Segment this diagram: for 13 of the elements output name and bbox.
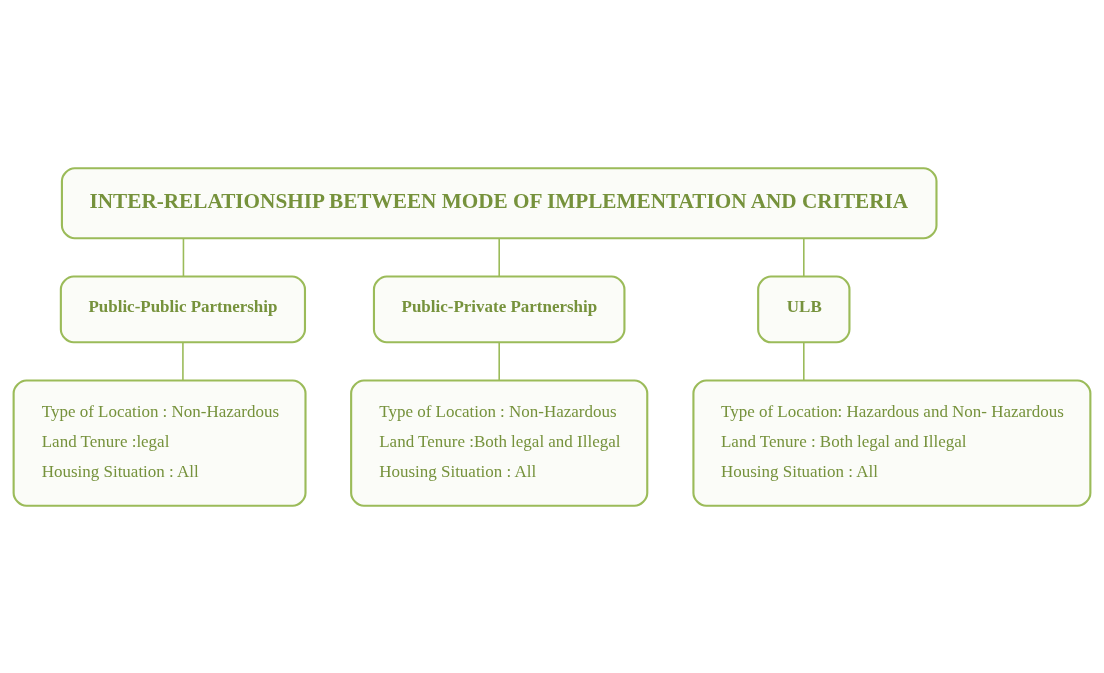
connector: [498, 341, 500, 381]
node-box: ULB: [757, 274, 851, 343]
connector: [182, 237, 185, 277]
connector: [803, 341, 805, 381]
node-box: Public-Private Partnership: [372, 274, 626, 343]
node-box: INTER-RELATIONSHIP BETWEEN MODE OF IMPLEMENTATION AND CRITERIA: [60, 166, 938, 239]
node-box: Type of Location: Hazardous and Non- Hazardous Land Tenure : Both legal and Illegal Housing Situation : All: [692, 378, 1092, 507]
node-box: Public-Public Partnership: [59, 274, 307, 343]
connector: [182, 341, 184, 381]
node-box: Type of Location : Non-Hazardous Land Tenure :Both legal and Illegal Housing Situation : All: [350, 378, 649, 507]
node-box: Type of Location : Non-Hazardous Land Tenure :legal Housing Situation : All: [12, 378, 307, 507]
connector: [803, 237, 805, 277]
connector: [498, 237, 500, 277]
